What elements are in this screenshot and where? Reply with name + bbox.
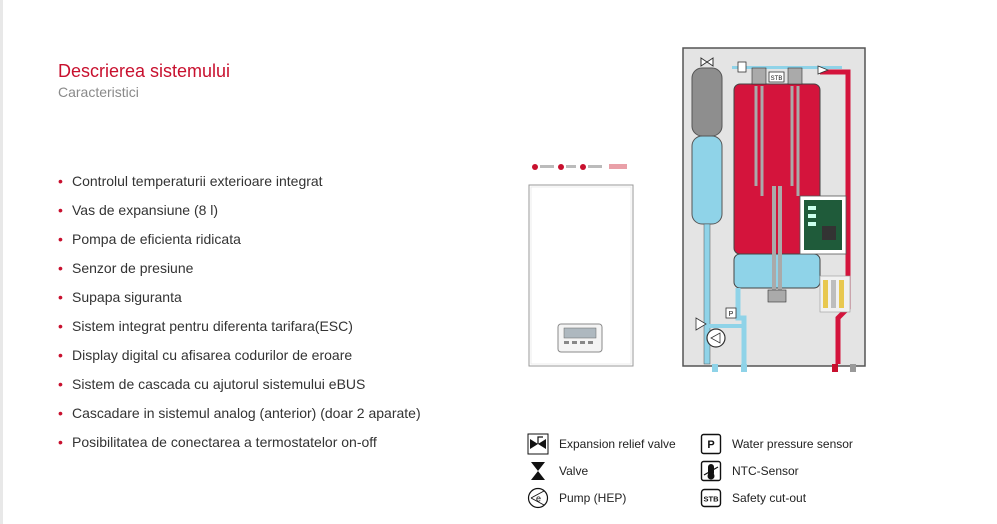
boiler-front-image [528, 164, 634, 367]
list-item: • Controlul temperaturii exterioare integ… [58, 170, 421, 199]
legend-label: Valve [559, 464, 589, 478]
water-pressure-sensor-icon: P [700, 433, 722, 455]
feature-text: Senzor de presiune [72, 260, 194, 276]
legend-ntc-sensor: NTC-Sensor [700, 459, 799, 483]
list-item: • Sistem de cascada cu ajutorul sistemulu… [58, 373, 421, 402]
legend-safety-cutout: STB Safety cut-out [700, 486, 806, 510]
feature-list: • Controlul temperaturii exterioare integ… [58, 170, 421, 460]
page-title: Descrierea sistemului [58, 61, 231, 81]
legend-label: NTC-Sensor [732, 464, 799, 478]
stb-tag: STB [771, 76, 783, 82]
legend-label: Pump (HEP) [559, 491, 627, 505]
bullet: • [58, 376, 63, 392]
bullet: • [58, 260, 63, 276]
left-edge-bar [0, 0, 3, 524]
safety-cutout-icon: STB [700, 487, 722, 509]
heating-tank: STB [733, 67, 821, 303]
bullet: • [58, 405, 63, 421]
feature-text: Supapa siguranta [72, 289, 182, 305]
feature-text: Display digital cu afisarea codurilor de… [72, 347, 353, 363]
feature-text: Pompa de eficienta ridicata [72, 231, 241, 247]
legend-pump: e Pump (HEP) [527, 486, 626, 510]
bullet: • [58, 347, 63, 363]
pump-icon-text: e [536, 494, 541, 504]
list-item: • Supapa siguranta [58, 286, 421, 315]
terminal-block [819, 275, 851, 313]
bullet: • [58, 434, 63, 450]
control-board [799, 195, 847, 255]
bullet: • [58, 173, 63, 189]
list-item: • Senzor de presiune [58, 257, 421, 286]
list-item: • Cascadare in sistemul analog (anterior)… [58, 402, 421, 431]
legend-expansion-relief-valve: Expansion relief valve [527, 432, 676, 456]
feature-text: Vas de expansiune (8 l) [72, 202, 219, 218]
symbol-legend: Expansion relief valve Valve e Pump (HEP… [527, 432, 927, 522]
brand-logos-strip [532, 164, 627, 170]
ntc-sensor-icon [700, 460, 722, 482]
list-item: • Vas de expansiune (8 l) [58, 199, 421, 228]
pressure-tag: P [729, 311, 734, 318]
legend-label: Expansion relief valve [559, 437, 676, 451]
feature-text: Sistem de cascada cu ajutorul sistemului… [72, 376, 366, 392]
list-item: • Display digital cu afisarea codurilor d… [58, 344, 421, 373]
bullet: • [58, 289, 63, 305]
list-item: • Sistem integrat pentru diferenta tarifa… [58, 315, 421, 344]
list-item: • Pompa de eficienta ridicata [58, 228, 421, 257]
bullet: • [58, 231, 63, 247]
feature-text: Cascadare in sistemul analog (anterior) … [72, 405, 421, 421]
stb-icon-text: STB [704, 495, 720, 504]
pump-symbol [706, 328, 726, 348]
legend-label: Water pressure sensor [732, 437, 853, 451]
expansion-relief-valve-icon [527, 433, 549, 455]
boiler-display-panel [557, 323, 603, 353]
list-item: • Posibilitatea de conectarea a termostat… [58, 431, 421, 460]
legend-valve: Valve [527, 459, 588, 483]
legend-water-pressure-sensor: P Water pressure sensor [700, 432, 853, 456]
bullet: • [58, 202, 63, 218]
expansion-vessel [691, 57, 723, 365]
system-diagram: STB P [682, 47, 866, 372]
bullet: • [58, 318, 63, 334]
page-subtitle: Caracteristici [58, 84, 139, 100]
feature-text: Controlul temperaturii exterioare integr… [72, 173, 323, 189]
pump-icon: e [527, 487, 549, 509]
feature-text: Posibilitatea de conectarea a termostate… [72, 434, 377, 450]
valve-icon [527, 460, 549, 482]
p-icon-text: P [707, 439, 714, 451]
feature-text: Sistem integrat pentru diferenta tarifar… [72, 318, 353, 334]
legend-label: Safety cut-out [732, 491, 807, 505]
